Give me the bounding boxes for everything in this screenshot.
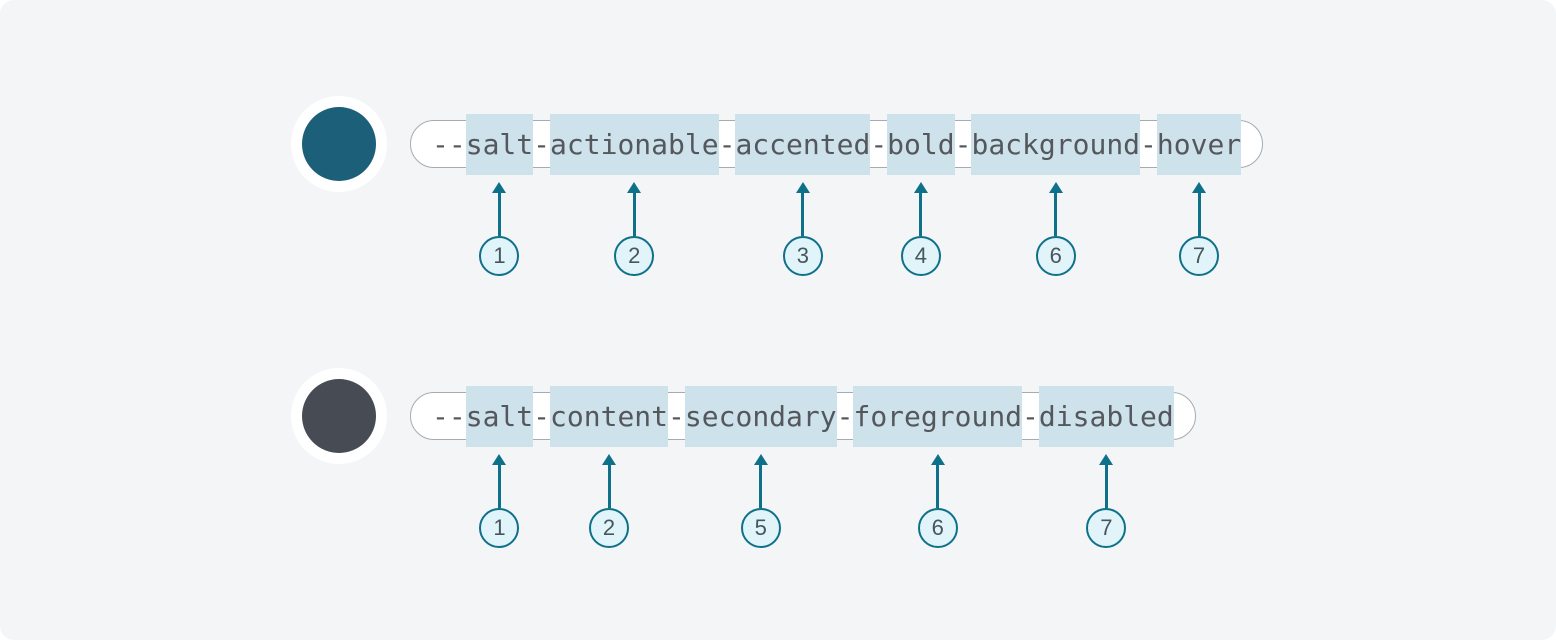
arrow-line — [759, 464, 763, 508]
arrow-up-icon — [602, 454, 617, 465]
teal-color-swatch — [302, 107, 376, 181]
callout-number: 3 — [796, 243, 809, 268]
token-separator: -- — [432, 127, 466, 161]
callout-number-badge: 1 — [479, 508, 520, 548]
token-segment: secondary — [684, 385, 837, 447]
token-separator: - — [954, 127, 972, 161]
callout-1: 1 — [479, 182, 520, 276]
callout-number: 7 — [1192, 243, 1206, 268]
callout-number-badge: 5 — [740, 508, 781, 548]
callout-5: 5 — [740, 454, 781, 548]
callout-2: 2 — [589, 454, 630, 548]
arrow-line — [607, 464, 611, 508]
callout-number-badge: 4 — [900, 236, 941, 276]
callout-number: 1 — [493, 243, 506, 268]
arrow-up-icon — [627, 182, 642, 193]
token-separator: - — [533, 399, 551, 433]
token-segment: salt — [465, 385, 534, 447]
callout-2: 2 — [614, 182, 655, 276]
arrow-line — [497, 192, 501, 236]
token-segment: disabled — [1038, 385, 1174, 447]
token-separator: - — [836, 399, 854, 433]
callout-number: 2 — [602, 515, 616, 540]
callout-number: 6 — [1049, 243, 1062, 268]
gray-color-swatch-ring — [291, 368, 387, 464]
callout-number-badge: 1 — [479, 236, 520, 276]
arrow-up-icon — [1048, 182, 1063, 193]
arrow-up-icon — [795, 182, 810, 193]
teal-color-swatch-ring — [291, 96, 387, 192]
arrow-line — [1197, 192, 1201, 236]
token-segment: bold — [887, 113, 955, 175]
callout-number: 1 — [493, 515, 506, 540]
callout-7: 7 — [1179, 182, 1220, 276]
callout-number-badge: 6 — [1035, 236, 1076, 276]
callout-6: 6 — [1035, 182, 1076, 276]
arrow-line — [936, 464, 940, 508]
callout-number: 5 — [754, 515, 767, 540]
arrow-up-icon — [1192, 182, 1207, 193]
callout-number-badge: 3 — [782, 236, 823, 276]
callout-number: 6 — [931, 515, 944, 540]
arrow-up-icon — [492, 182, 507, 193]
arrow-up-icon — [1099, 454, 1114, 465]
callout-3: 3 — [782, 182, 823, 276]
token-separator: - — [1140, 127, 1157, 161]
token-separator: - — [533, 127, 551, 161]
token-separator: - — [668, 399, 685, 433]
token-segment: foreground — [853, 385, 1023, 447]
arrow-line — [632, 192, 636, 236]
arrow-line — [801, 192, 805, 236]
arrow-line — [919, 192, 923, 236]
callout-number-badge: 6 — [917, 508, 958, 548]
token-separator: - — [1022, 399, 1039, 433]
arrow-up-icon — [492, 454, 507, 465]
token-segment: actionable — [550, 113, 719, 175]
callout-number-badge: 7 — [1179, 236, 1220, 276]
token-separator: - — [870, 127, 888, 161]
token-separator: - — [718, 127, 736, 161]
arrow-line — [497, 464, 501, 508]
token-segment: salt — [465, 113, 534, 175]
token-segment: content — [550, 385, 669, 447]
token-segment: hover — [1156, 113, 1242, 175]
token-segment: background — [971, 113, 1141, 175]
arrow-line — [1104, 464, 1108, 508]
gray-color-swatch — [302, 379, 376, 453]
arrow-line — [1054, 192, 1058, 236]
callout-4: 4 — [900, 182, 941, 276]
callout-number-badge: 2 — [614, 236, 655, 276]
callout-number-badge: 2 — [589, 508, 630, 548]
arrow-up-icon — [930, 454, 945, 465]
callout-number: 7 — [1100, 515, 1113, 540]
token-separator: -- — [432, 399, 466, 433]
arrow-up-icon — [913, 182, 928, 193]
callout-6: 6 — [917, 454, 958, 548]
token-name-pill: --salt-actionable-accented-bold-backgrou… — [410, 113, 1264, 175]
arrow-up-icon — [753, 454, 768, 465]
callout-1: 1 — [479, 454, 520, 548]
token-segment: accented — [735, 113, 871, 175]
callout-number: 2 — [628, 243, 641, 268]
callout-number: 4 — [914, 243, 928, 268]
callout-7: 7 — [1086, 454, 1127, 548]
token-name-pill: --salt-content-secondary-foreground-disa… — [410, 385, 1196, 447]
callout-number-badge: 7 — [1086, 508, 1127, 548]
